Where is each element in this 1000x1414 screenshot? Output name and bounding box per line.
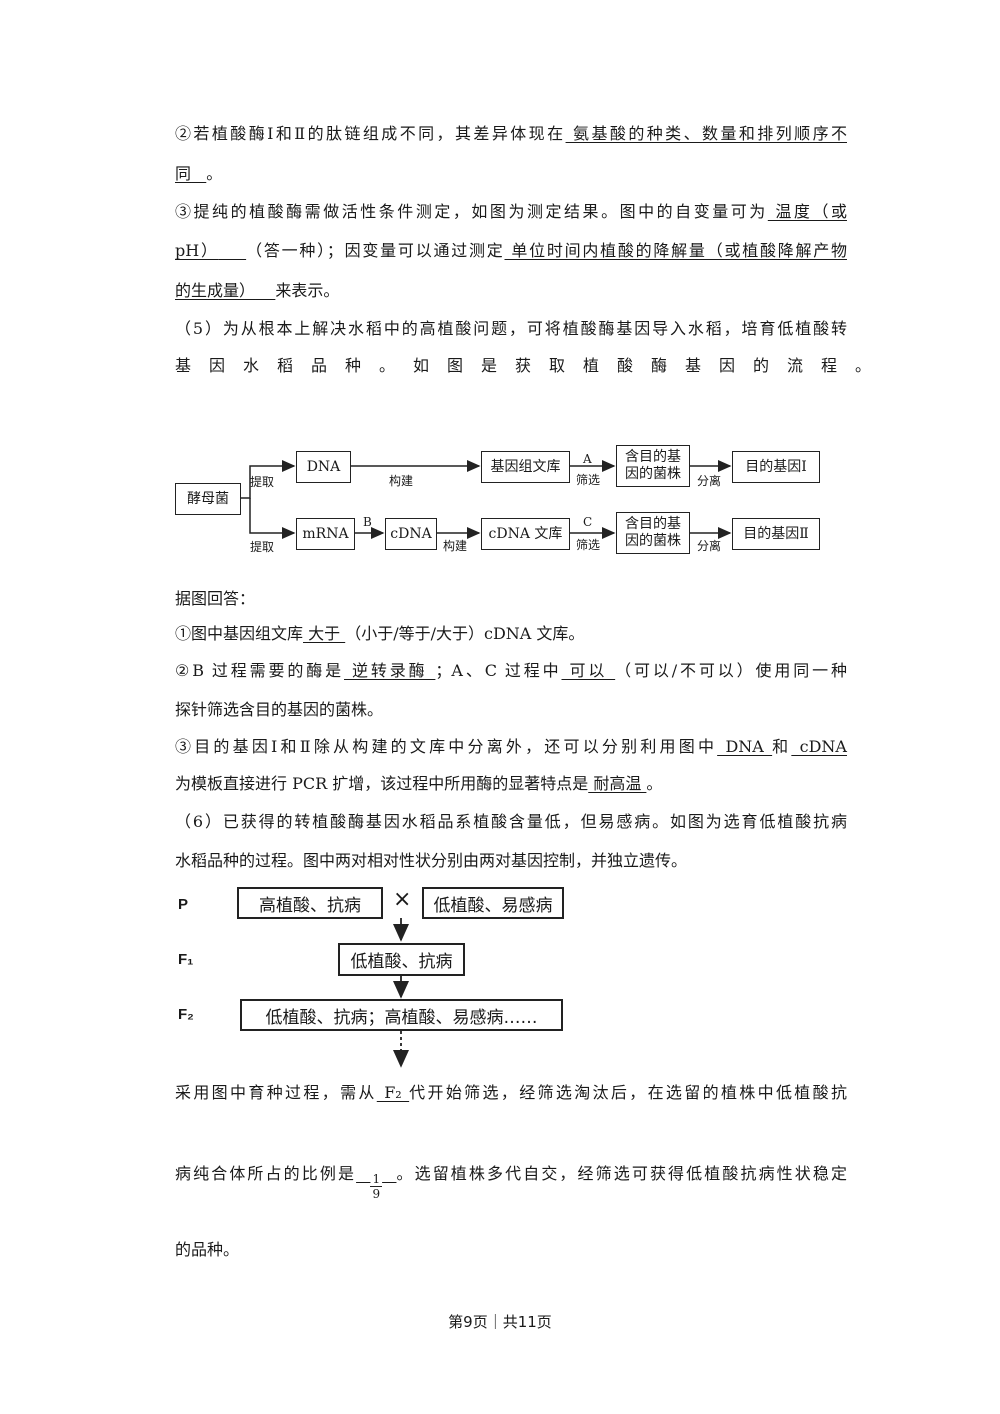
text-line: 探针筛选含目的基因的菌株。 [175, 700, 384, 719]
question-text: ①图中基因组文库 [175, 624, 304, 643]
question-text: （可以/不可以）使用同一种 [615, 661, 847, 680]
question-text: ③提纯的植酸酶需做活性条件测定，如图为测定结果。图中的自变量可为 [175, 202, 768, 221]
question-text: 病纯合体所占的比例是 [175, 1164, 357, 1183]
box-text: 含目的基 [625, 449, 681, 465]
text-line: （6）已获得的转植酸酶基因水稻品系植酸含量低，但易感病。如图为选育低植酸抗病 [175, 812, 847, 831]
label-build-bottom: 构建 [443, 539, 468, 553]
label-extract-bottom: 提取 [250, 540, 275, 554]
box-yeast: 酵母菌 [175, 483, 241, 515]
label-screen-c: 筛选 [576, 538, 601, 552]
label-process-b: B [363, 515, 372, 529]
answer-blank: F₂ [376, 1083, 410, 1102]
box-f1: 低植酸、抗病 [338, 943, 465, 976]
answer-blank: 的生成量） [175, 281, 256, 300]
answer-blank: 耐高温 [588, 774, 647, 793]
text-line: 为模板直接进行 PCR 扩增，该过程中所用酶的显著特点是 耐高温 。 [175, 774, 662, 794]
box-text: 含目的基 [625, 516, 681, 532]
box-colony-bottom: 含目的基 因的菌株 [616, 512, 690, 554]
question-text: 。选留植株多代自交，经筛选可获得低植酸抗病性状稳定 [396, 1164, 848, 1183]
text-line: ③目的基因Ⅰ和Ⅱ除从构建的文库中分离外，还可以分别利用图中 DNA 和 cDNA [175, 737, 847, 757]
label-process-c: C [583, 515, 593, 529]
text-line: 基因水稻品种。如图是获取植酸酶基因的流程。 [175, 356, 890, 375]
text-line: ②若植酸酶Ⅰ和Ⅱ的肽链组成不同，其差异体现在 氨基酸的种类、数量和排列顺序不 [175, 124, 847, 144]
question-text: 。 [206, 164, 223, 183]
box-dna: DNA [296, 451, 351, 483]
label-extract-top: 提取 [250, 475, 275, 489]
question-text: 和 [772, 737, 792, 756]
generation-f1: F₁ [178, 951, 194, 968]
text-line: 的生成量） 来表示。 [175, 281, 339, 301]
text-line: 水稻品种的过程。图中两对相对性状分别由两对基因控制，并独立遗传。 [175, 851, 688, 870]
text-line: ①图中基因组文库 大于 （小于/等于/大于）cDNA 文库。 [175, 624, 584, 644]
answer-blank: 逆转录酶 [344, 661, 436, 680]
question-text: 。 [646, 774, 663, 793]
fraction-numerator: 1 [370, 1172, 383, 1187]
text-line: pH） （答一种）；因变量可以通过测定 单位时间内植酸的降解量（或植酸降解产物 [175, 241, 847, 261]
question-text: 为模板直接进行 PCR 扩增，该过程中所用酶的显著特点是 [175, 774, 589, 793]
text-line: 据图回答： [175, 589, 256, 608]
fraction-denominator: 9 [372, 1187, 381, 1201]
box-cdna-library: cDNA 文库 [481, 518, 570, 550]
text-line: （5）为从根本上解决水稻中的高植酸问题，可将植酸酶基因导入水稻，培育低植酸转 [175, 319, 847, 338]
question-text: （答一种）；因变量可以通过测定 [246, 241, 505, 260]
box-genomic-library: 基因组文库 [481, 451, 570, 483]
question-text: ；A、C 过程中 [435, 661, 562, 680]
box-parent-1: 高植酸、抗病 [237, 887, 383, 919]
label-separate-bottom: 分离 [697, 539, 722, 553]
generation-p: P [178, 896, 189, 913]
text-line: 同 。 [175, 164, 222, 184]
answer-blank: 氨基酸的种类、数量和排列顺序不 [565, 124, 847, 143]
answer-blank: 单位时间内植酸的降解量（或植酸降解产物 [504, 241, 847, 260]
box-text: 因的菌株 [625, 533, 681, 549]
question-text: ③目的基因Ⅰ和Ⅱ除从构建的文库中分离外，还可以分别利用图中 [175, 737, 718, 756]
answer-blank: DNA [717, 737, 773, 756]
answer-blank: 可以 [561, 661, 616, 680]
answer-blank: pH） [175, 241, 219, 260]
page-footer: 第9页｜共11页 [448, 1313, 552, 1331]
question-text: ②若植酸酶Ⅰ和Ⅱ的肽链组成不同，其差异体现在 [175, 124, 566, 143]
box-colony-top: 含目的基 因的菌株 [616, 445, 690, 487]
answer-blank: cDNA [791, 737, 847, 756]
question-text: （小于/等于/大于）cDNA 文库。 [345, 624, 585, 643]
text-line: 采用图中育种过程，需从 F₂ 代开始筛选，经筛选淘汰后，在选留的植株中低植酸抗 [175, 1083, 847, 1103]
text-line: ③提纯的植酸酶需做活性条件测定，如图为测定结果。图中的自变量可为 温度（或 [175, 202, 847, 222]
box-cdna: cDNA [385, 518, 437, 550]
text-line: ②B 过程需要的酶是 逆转录酶 ；A、C 过程中 可以 （可以/不可以）使用同一… [175, 661, 847, 681]
answer-blank: 温度（或 [767, 202, 847, 221]
box-f2: 低植酸、抗病；高植酸、易感病…… [240, 999, 563, 1031]
box-parent-2: 低植酸、易感病 [422, 887, 564, 919]
label-build-top: 构建 [389, 474, 414, 488]
generation-f2: F₂ [178, 1006, 194, 1023]
label-separate-top: 分离 [697, 474, 722, 488]
question-text: 来表示。 [275, 281, 340, 300]
label-screen-a: 筛选 [576, 473, 601, 487]
question-text: 采用图中育种过程，需从 [175, 1083, 377, 1102]
label-process-a: A [583, 452, 592, 466]
answer-blank: 同 [175, 164, 192, 183]
question-text: 代开始筛选，经筛选淘汰后，在选留的植株中低植酸抗 [409, 1083, 847, 1102]
question-text: ②B 过程需要的酶是 [175, 661, 345, 680]
cross-symbol: × [393, 887, 412, 912]
answer-blank: 大于 [303, 624, 346, 643]
box-mrna: mRNA [296, 518, 355, 550]
box-text: 因的菌株 [625, 466, 681, 482]
box-gene-1: 目的基因Ⅰ [732, 451, 820, 483]
box-gene-2: 目的基因Ⅱ [732, 518, 820, 550]
text-line: 的品种。 [175, 1240, 240, 1259]
